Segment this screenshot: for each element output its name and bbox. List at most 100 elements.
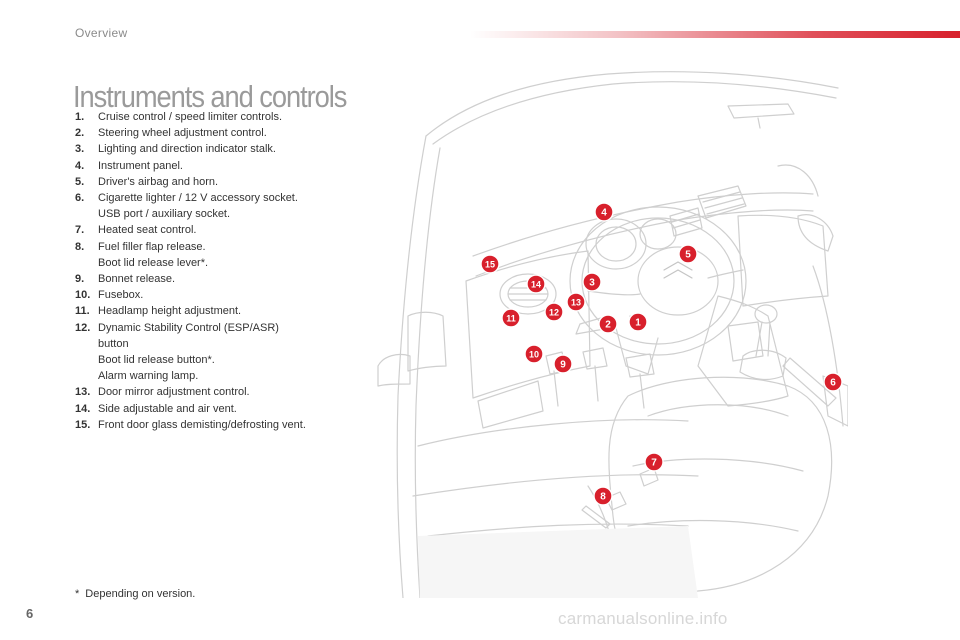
legend-item-text: Front door glass demisting/defrosting ve… [98, 417, 355, 433]
callout-label-15: 15 [485, 260, 495, 270]
callout-label-8: 8 [600, 492, 606, 503]
legend-item-text: Headlamp height adjustment. [98, 303, 355, 319]
legend-item-text: Side adjustable and air vent. [98, 401, 355, 417]
callout-badge-15 [480, 254, 500, 274]
legend-item-number: 8. [75, 240, 85, 253]
callout-badge-7 [644, 452, 664, 472]
legend-item: 15. Front door glass demisting/defrosting… [75, 417, 355, 433]
legend-item-number: 9. [75, 273, 85, 286]
page-title: Instruments and controls [73, 78, 347, 114]
legend-item-text: Dynamic Stability Control (ESP/ASR) butto… [98, 320, 355, 385]
legend-item-line: Steering wheel adjustment control. [98, 127, 267, 140]
legend-item-text: Heated seat control. [98, 222, 355, 238]
section-label: Overview [75, 26, 128, 40]
legend-item: 4.Instrument panel. [75, 158, 355, 174]
callout-badge-11 [501, 308, 521, 328]
callout-badge-3 [582, 272, 602, 292]
legend-item-text: Driver's airbag and horn. [98, 174, 355, 190]
callout-label-6: 6 [830, 378, 836, 389]
callout-label-3: 3 [589, 278, 595, 289]
legend-item-line: Fusebox. [98, 289, 144, 302]
header-accent-bar [470, 31, 960, 38]
legend-item-text: Fusebox. [98, 287, 355, 303]
legend-item-text: Cigarette lighter / 12 V accessory socke… [98, 190, 355, 222]
footnote-mark: * [75, 588, 80, 600]
legend-item-number: 15. [75, 418, 91, 431]
callout-label-5: 5 [685, 250, 691, 261]
legend-item-line: Front door glass demisting/defrosting ve… [98, 418, 306, 431]
footnote-text: Depending on version. [85, 588, 196, 600]
callout-label-13: 13 [571, 298, 581, 308]
legend-item-number: 12. [75, 321, 91, 334]
legend-item-number: 7. [75, 224, 85, 237]
legend-item: 11. Headlamp height adjustment. [75, 303, 355, 319]
callout-label-10: 10 [529, 350, 539, 360]
legend-item-line: Heated seat control. [98, 224, 197, 237]
legend-item-line: Cruise control / speed limiter controls. [98, 111, 283, 123]
legend-item: 1. Cruise control / speed limiter control… [75, 109, 355, 125]
callout-badge-4 [594, 202, 614, 222]
legend-item-number: 5. [75, 175, 85, 188]
legend-item: 9. Bonnet release. [75, 271, 355, 287]
legend-item-number: 3. [75, 143, 85, 156]
page-number: 6 [26, 606, 34, 621]
legend-item-line: Dynamic Stability Control (ESP/ASR) [98, 321, 279, 334]
legend-item: 14. Side adjustable and air vent. [75, 401, 355, 417]
legend-item: 7. Heated seat control. [75, 222, 355, 238]
footnote: * Depending on version. [75, 588, 195, 600]
callout-label-7: 7 [651, 458, 657, 469]
legend-item-line: Lighting and direction indicator stalk. [98, 143, 276, 156]
callout-badge-2 [598, 314, 618, 334]
legend-item-number: 10. [75, 289, 91, 302]
controls-legend: 1. Cruise control / speed limiter control… [75, 109, 355, 433]
callout-label-4: 4 [601, 208, 607, 219]
callout-badge-14 [526, 274, 546, 294]
legend-item-number: 6. [75, 192, 85, 205]
callout-label-2: 2 [605, 320, 611, 331]
legend-item-line: button [98, 337, 129, 350]
legend-item-text: Bonnet release. [98, 271, 355, 287]
callout-badge-6 [823, 372, 843, 392]
legend-item: 10. Fusebox. [75, 287, 355, 303]
legend-item: 8. Fuel filler flap release. Boot lid rele… [75, 239, 355, 271]
callout-label-1: 1 [635, 318, 641, 329]
legend-item-line: Boot lid release button*. [98, 354, 215, 367]
legend-item-number: 2. [75, 127, 85, 140]
legend-item-line: Alarm warning lamp. [98, 370, 199, 383]
legend-item-text: Steering wheel adjustment control. [98, 125, 355, 141]
legend-item: 2. Steering wheel adjustment control. [75, 125, 355, 141]
legend-item-number: 14. [75, 402, 91, 415]
legend-item-line: Fuel filler flap release. [98, 240, 206, 253]
callout-badge-13 [566, 292, 586, 312]
legend-item-line: USB port / auxiliary socket. [98, 208, 231, 221]
callout-label-11: 11 [506, 314, 516, 324]
legend-item: 12. Dynamic Stability Control (ESP/ASR) bu… [75, 320, 355, 385]
callout-badge-12 [544, 302, 564, 322]
callout-label-12: 12 [549, 308, 559, 318]
legend-item-line: Bonnet release. [98, 273, 176, 286]
callout-label-9: 9 [560, 360, 566, 371]
legend-item-text: Fuel filler flap release. Boot lid releas… [98, 239, 355, 271]
callout-label-14: 14 [531, 280, 541, 290]
legend-item-text: Door mirror adjustment control. [98, 384, 355, 400]
legend-item-number: 11. [75, 305, 90, 318]
dashboard-illustration: 1 2 3 4 5 6 7 8 9 10 11 12 13 14 15 [377, 71, 848, 598]
legend-item-number: 13. [75, 386, 91, 399]
legend-item-number: 1. [75, 111, 85, 123]
legend-item-line: Cigarette lighter / 12 V accessory socke… [98, 192, 298, 205]
callout-badge-8 [593, 486, 613, 506]
callout-badge-1 [628, 312, 648, 332]
legend-item-line: Side adjustable and air vent. [98, 402, 237, 415]
legend-item-text: Lighting and direction indicator stalk. [98, 141, 355, 157]
legend-item-line: Driver's airbag and horn. [98, 175, 219, 188]
legend-item-text: Instrument panel. [98, 158, 355, 174]
legend-item-line: Door mirror adjustment control. [98, 386, 250, 399]
legend-item-line: Instrument panel. [98, 159, 183, 172]
watermark: carmanualsonline.info [558, 609, 728, 628]
legend-item-text: Cruise control / speed limiter controls. [98, 109, 355, 125]
legend-item: 3. Lighting and direction indicator stalk… [75, 141, 355, 157]
legend-item-line: Boot lid release lever*. [98, 256, 209, 269]
legend-item: 13. Door mirror adjustment control. [75, 384, 355, 400]
legend-item: 6. Cigarette lighter / 12 V accessory soc… [75, 190, 355, 222]
legend-item: 5. Driver's airbag and horn. [75, 174, 355, 190]
